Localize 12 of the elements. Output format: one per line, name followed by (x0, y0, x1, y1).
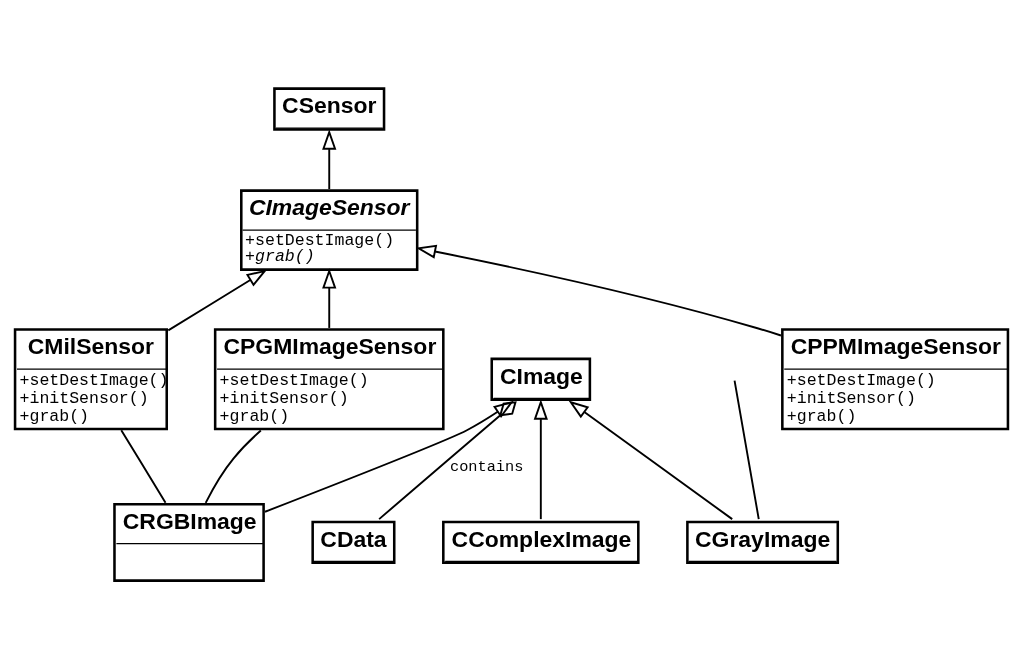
edge-label: contains (449, 457, 524, 476)
arrow (322, 129, 337, 190)
arrow (568, 400, 734, 521)
connector (733, 379, 760, 521)
arrow (533, 399, 548, 521)
connector (120, 429, 167, 504)
arrow (415, 244, 782, 337)
arrow (264, 400, 514, 513)
connector (204, 429, 262, 504)
arrow (167, 269, 268, 332)
connector (378, 401, 517, 521)
arrow (322, 268, 337, 329)
